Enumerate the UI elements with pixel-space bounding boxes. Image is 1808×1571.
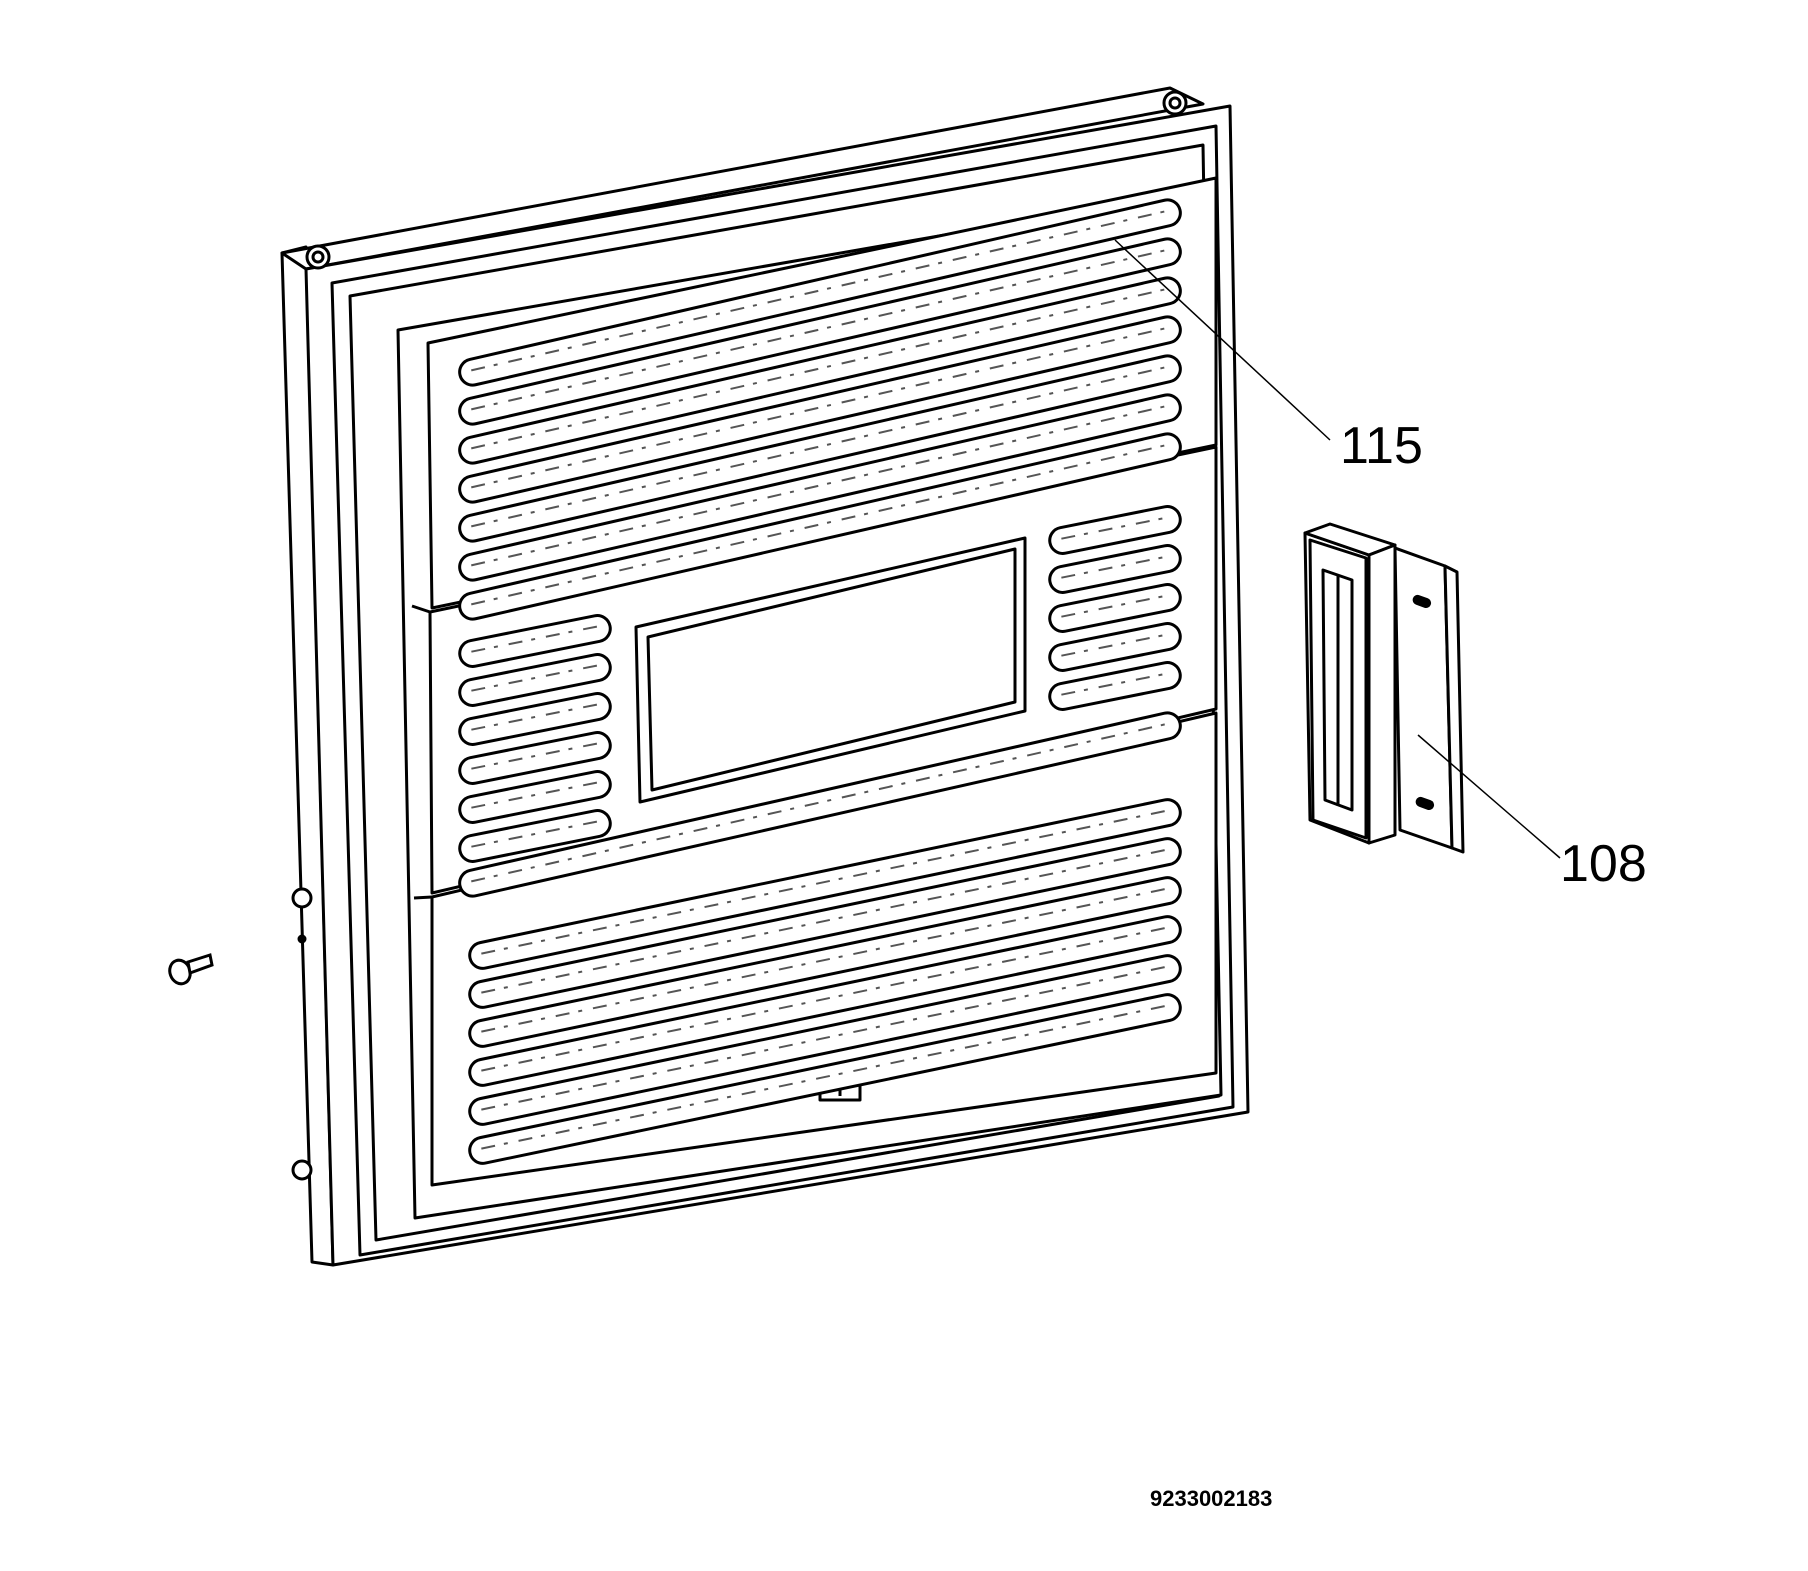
leader-line-115 [1114, 239, 1331, 441]
liner-ridge-texture [471, 664, 599, 692]
liner-ridge-texture [481, 809, 1169, 955]
mount-slot-upper [1412, 594, 1432, 609]
liner-ridge [468, 798, 1182, 970]
leader-line-108 [1417, 734, 1561, 859]
liner-ridge-texture [471, 703, 599, 731]
liner-ridge [458, 432, 1182, 621]
side-hole-lower [291, 1159, 313, 1181]
liner-ridge-texture [471, 625, 599, 653]
side-holes [291, 887, 313, 1181]
liner-ridge [458, 614, 612, 668]
liner-ridges [458, 198, 1182, 1165]
leader-lines [1114, 239, 1561, 859]
liner-ridge [458, 809, 612, 863]
liner-ridge-texture [471, 248, 1169, 411]
liner-ridge-texture [471, 820, 599, 848]
liner-ridge-texture [471, 742, 599, 770]
liner-ridge-texture [471, 209, 1169, 372]
liner-ridge-texture [471, 287, 1169, 450]
door-handle [1303, 522, 1465, 854]
liner-ridge [458, 315, 1182, 504]
handle-mount-plate-edge [1443, 564, 1465, 854]
liner-ridge-texture [471, 443, 1169, 606]
side-hole-dot [297, 934, 307, 944]
liner-ridge-texture [471, 404, 1169, 567]
liner-ridge [468, 993, 1182, 1165]
mount-slot-lower [1415, 796, 1435, 811]
liner-ridge-texture [481, 926, 1169, 1072]
callout-108: 108 [1560, 835, 1647, 893]
liner-ridge-texture [481, 1004, 1169, 1150]
liner-ridge [1048, 583, 1182, 633]
liner-ridge-texture [471, 722, 1169, 883]
liner-ridge [458, 731, 612, 785]
liner-ridge [1048, 505, 1182, 555]
display-window-inner [646, 547, 1017, 792]
hinge-cap-right-inner [1168, 96, 1182, 110]
liner-ridge [458, 276, 1182, 465]
handle-back-block [1367, 543, 1397, 845]
door-frame-top [280, 86, 1205, 271]
liner-ridge-texture [471, 365, 1169, 528]
liner-ridge [468, 876, 1182, 1048]
hinge-caps [305, 90, 1188, 270]
liner-ridge [1048, 544, 1182, 594]
liner-ridge [468, 837, 1182, 1009]
liner-ridge [458, 653, 612, 707]
liner-ridge [458, 237, 1182, 426]
liner-ridge [1048, 661, 1182, 711]
liner-ridge [458, 770, 612, 824]
screw-shank [186, 953, 214, 976]
liner-ridge-texture [481, 965, 1169, 1111]
liner-ridge [458, 354, 1182, 543]
liner-ridge [1048, 622, 1182, 672]
hinge-cap-left-inner [311, 250, 325, 264]
clip-lower [413, 895, 433, 900]
clip-upper [411, 604, 431, 614]
liner-ridge-texture [471, 781, 599, 809]
liner-ridge [468, 915, 1182, 1087]
screw-icon [168, 953, 214, 986]
liner-ridge [458, 692, 612, 746]
liner-ridge-texture [471, 326, 1169, 489]
callout-115: 115 [1340, 417, 1423, 475]
liner-ridge [458, 393, 1182, 582]
side-hole-upper [291, 887, 313, 909]
liner-ridge [458, 711, 1182, 898]
liner-ridge [458, 198, 1182, 387]
document-number: 9233002183 [1150, 1486, 1273, 1511]
liner-ridge [468, 954, 1182, 1126]
liner-ridge-texture [481, 887, 1169, 1033]
liner-ridge-texture [481, 848, 1169, 994]
